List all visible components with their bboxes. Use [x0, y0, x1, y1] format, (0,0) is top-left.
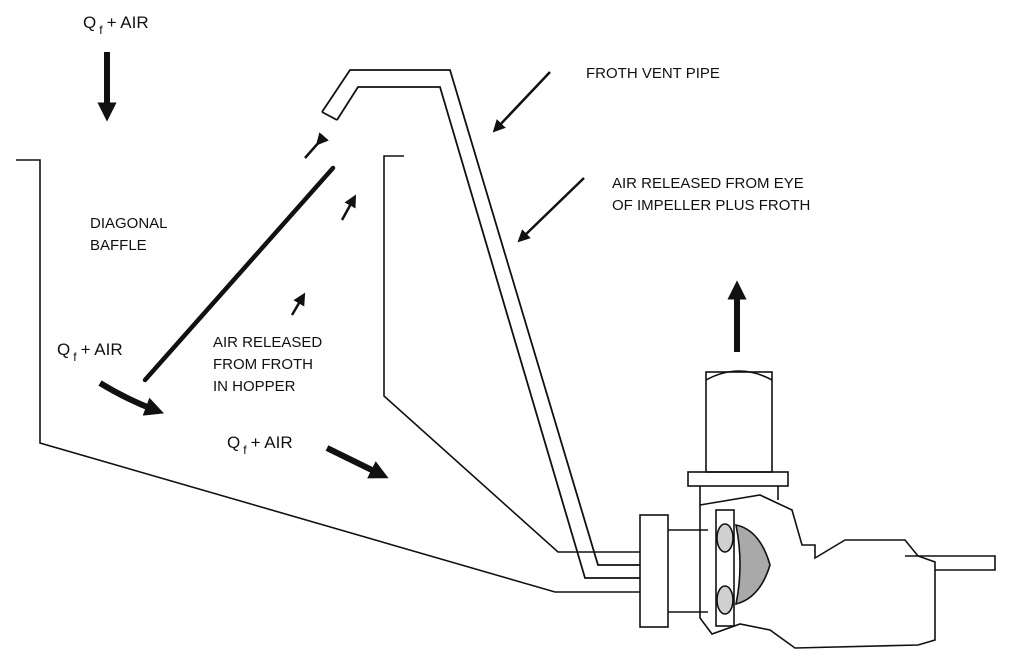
air-froth-label-3: IN HOPPER: [213, 378, 296, 395]
air-froth-label-2: FROM FROTH: [213, 356, 313, 373]
froth-vent-pipe: [321, 69, 640, 579]
air-eye-pointer: [517, 177, 585, 243]
air-up-arrow-1: [340, 194, 357, 221]
air-froth-label-1: AIR RELEASED: [213, 334, 322, 351]
discharge-nozzle: [905, 555, 996, 571]
air-eye-label-2: OF IMPELLER PLUS FROTH: [612, 197, 810, 214]
diagonal-baffle-label-1: DIAGONAL: [90, 215, 168, 232]
flow-curve-arrow: [98, 380, 165, 416]
flow-arrows: [97, 52, 747, 479]
diagonal-baffle: [142, 165, 336, 383]
flow-right-arrow: [325, 445, 389, 479]
inlet-flange: [639, 514, 669, 628]
hopper-left-wall: [16, 159, 640, 593]
pump-assembly: [639, 370, 996, 649]
pump-casing: [699, 494, 936, 649]
froth-vent-pipe-label: FROTH VENT PIPE: [586, 65, 720, 82]
air-eye-label-1: AIR RELEASED FROM EYE: [612, 175, 804, 192]
vent-left-arrow: [304, 132, 329, 159]
hopper-right-wall: [383, 155, 640, 553]
hopper-tank: [16, 155, 640, 593]
air-up-arrow-2: [290, 292, 306, 316]
froth-vent-pipe-pointer: [492, 71, 551, 133]
diagonal-baffle-label-2: BAFFLE: [90, 237, 147, 254]
impeller: [734, 523, 771, 606]
shaft-column: [705, 371, 773, 473]
shaft-base-plate: [687, 471, 789, 487]
